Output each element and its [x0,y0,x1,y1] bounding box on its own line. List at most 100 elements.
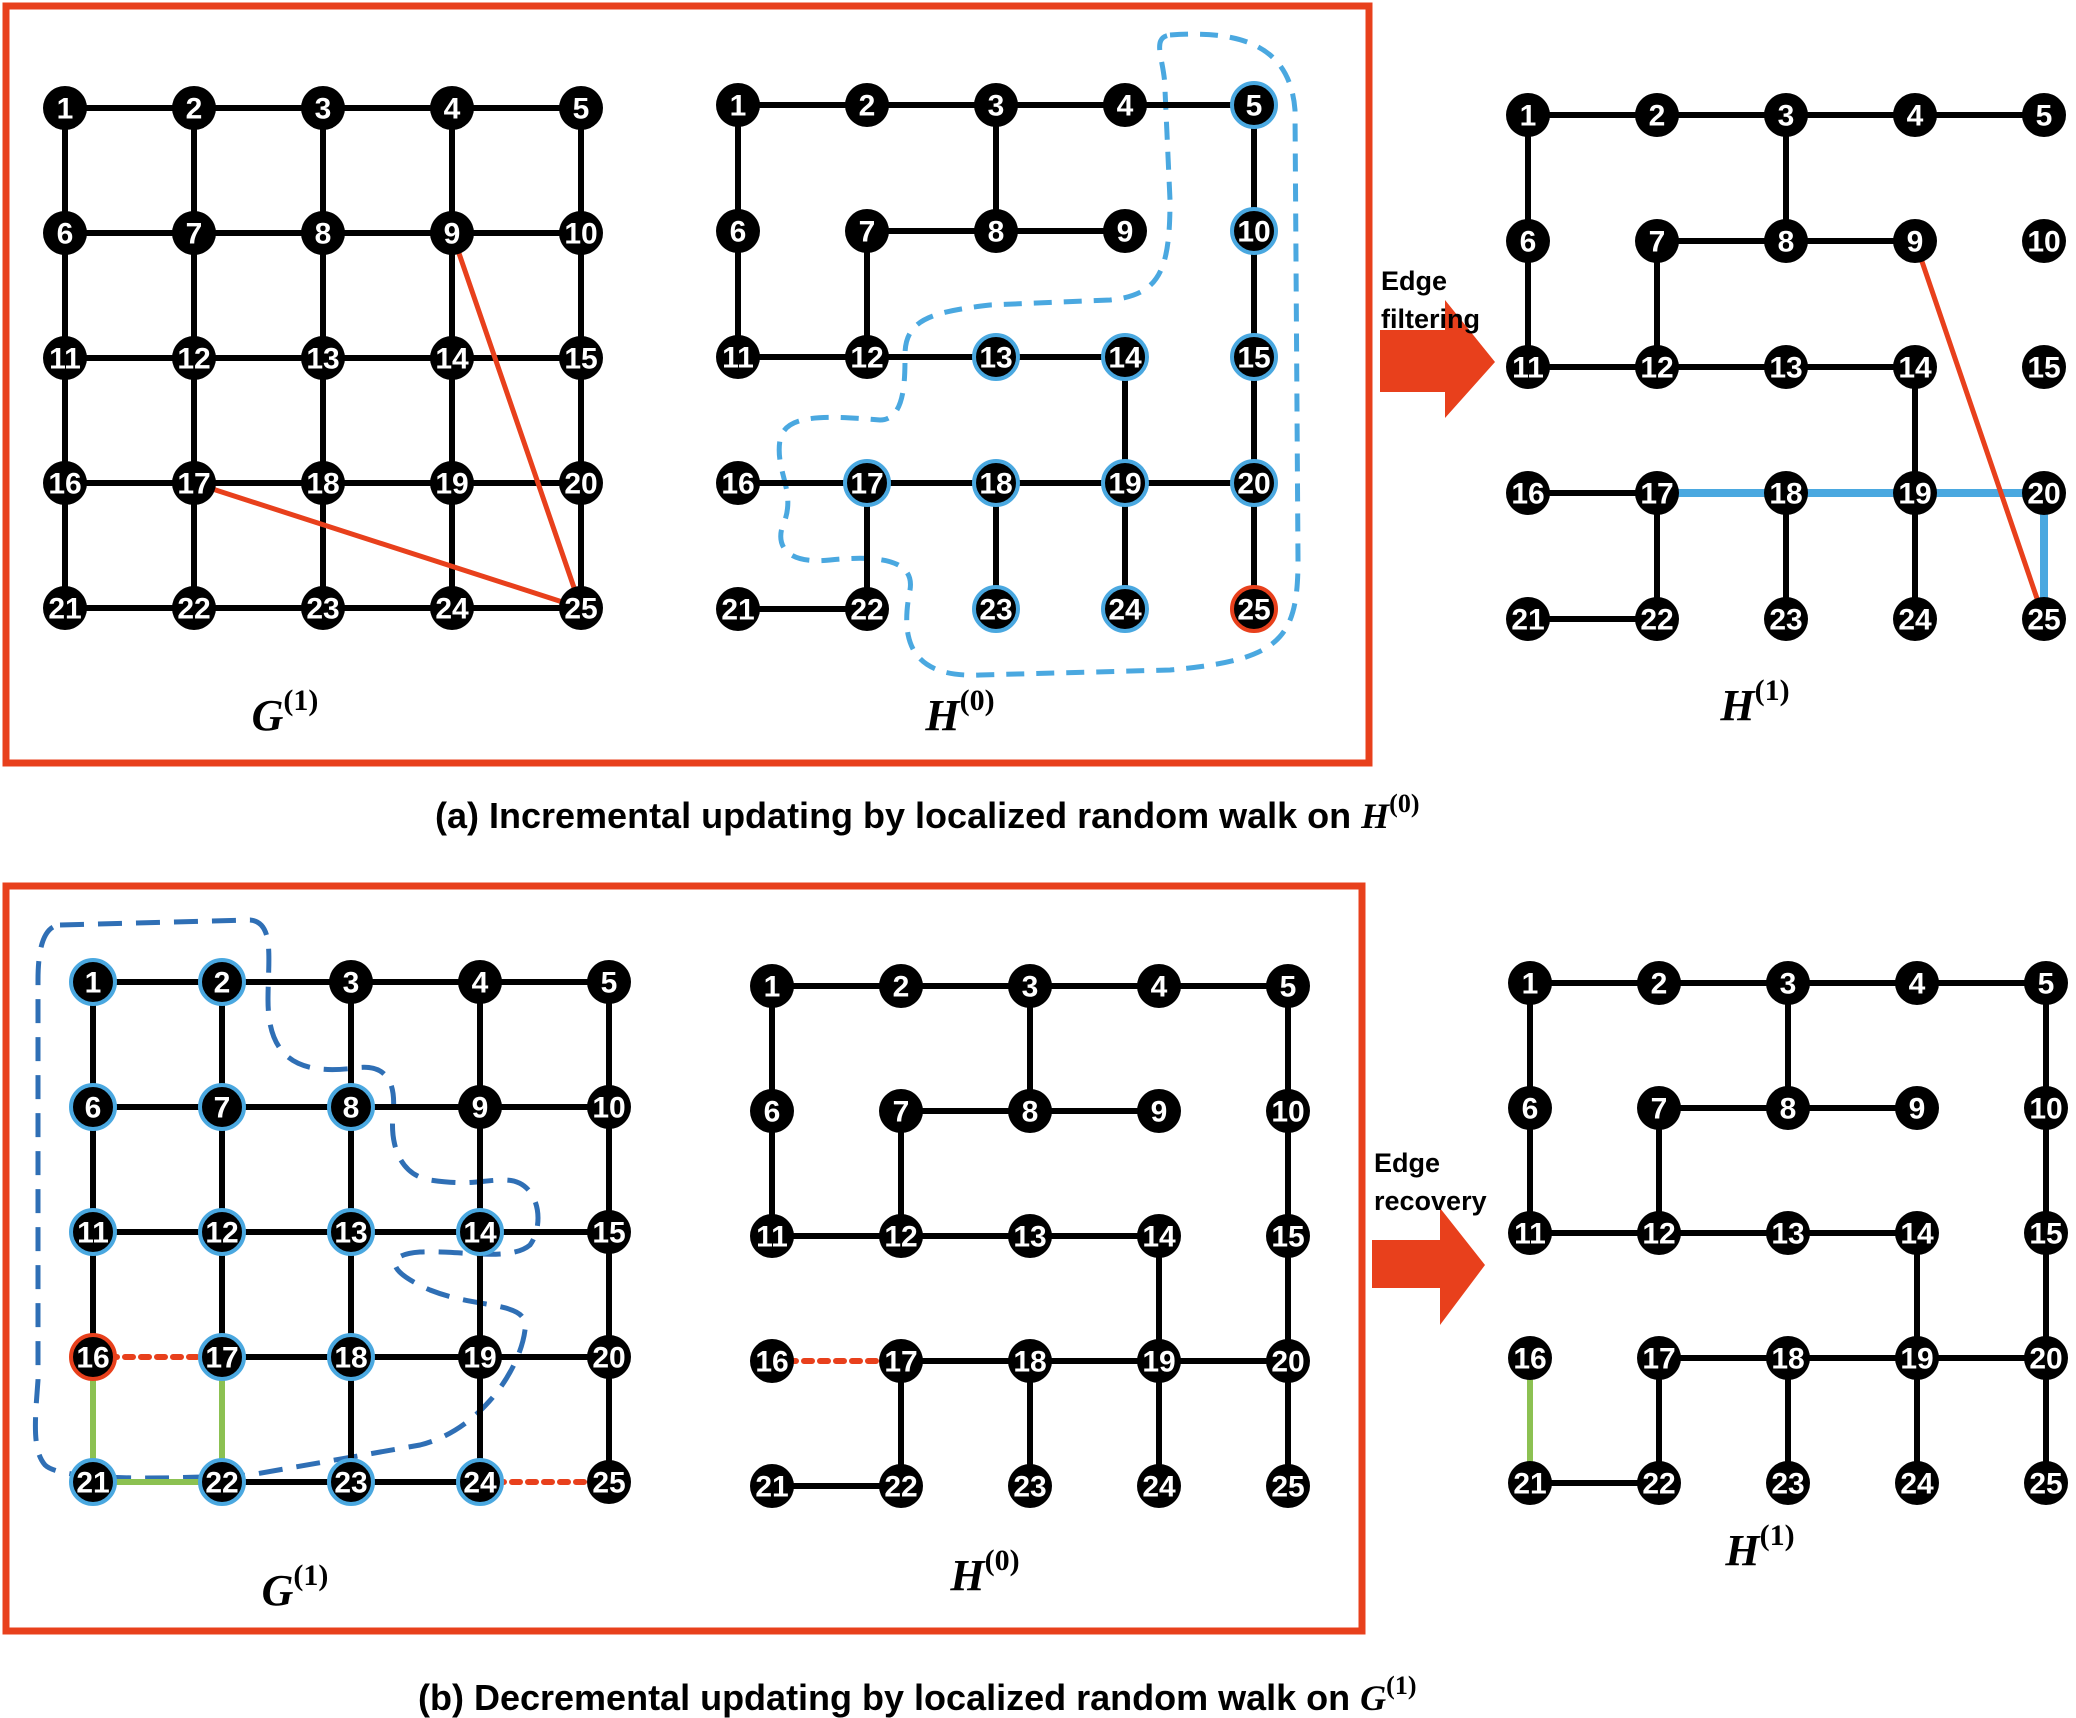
node-label: 7 [1649,226,1666,259]
node-9 [1103,209,1147,253]
node-label: 15 [2027,352,2060,385]
graph-title: H(1) [1724,1519,1794,1575]
node-15 [1230,333,1278,381]
node-4 [430,86,474,130]
node-5 [587,960,631,1004]
node-label: 15 [2029,1218,2062,1251]
node-label: 3 [343,967,360,1000]
node-label: 24 [1108,594,1142,627]
node-18 [327,1333,375,1381]
node-label: 1 [764,971,781,1004]
node-16 [43,461,87,505]
node-label: 5 [2038,968,2055,1001]
node-label: 8 [1778,226,1795,259]
node-label: 11 [1514,1218,1546,1251]
node-label: 14 [1142,1221,1176,1254]
node-20 [2022,471,2066,515]
node-label: 10 [1237,216,1270,249]
node-label: 24 [1898,604,1932,637]
node-22 [879,1464,923,1508]
node-9 [458,1085,502,1129]
node-14 [456,1208,504,1256]
node-label: 24 [1900,1468,1934,1501]
node-label: 14 [1108,342,1142,375]
arrow-label-filtering-1: Edge [1381,266,1447,296]
node-label: 11 [756,1221,788,1254]
added-edge [449,230,584,611]
node-23 [1008,1464,1052,1508]
node-3 [329,960,373,1004]
node-4 [1895,961,1939,1005]
node-21 [69,1458,117,1506]
node-label: 2 [893,971,910,1004]
node-label: 14 [1900,1218,1934,1251]
node-label: 1 [57,93,74,126]
node-18 [972,459,1020,507]
node-label: 23 [306,593,339,626]
node-9 [1893,219,1937,263]
panel-b-frame [2,882,1366,1635]
panel-a-frame [2,2,1373,767]
node-label: 5 [573,93,590,126]
node-14 [1137,1214,1181,1258]
node-label: 12 [1640,352,1673,385]
node-label: 10 [1271,1096,1304,1129]
node-label: 23 [979,594,1012,627]
node-13 [1008,1214,1052,1258]
node-label: 21 [1513,1468,1546,1501]
node-1 [716,83,760,127]
node-label: 6 [57,218,74,251]
node-17 [879,1339,923,1383]
node-label: 2 [1651,968,1668,1001]
node-2 [1637,961,1681,1005]
node-label: 9 [472,1092,489,1125]
node-25 [2024,1461,2068,1505]
node-11 [1506,345,1550,389]
node-22 [1637,1461,1681,1505]
node-label: 7 [186,218,203,251]
node-25 [1230,585,1278,633]
node-8 [1764,219,1808,263]
graph-title: G(1) [252,684,319,740]
node-2 [845,83,889,127]
node-19 [1895,1336,1939,1380]
node-label: 23 [1769,604,1802,637]
node-3 [1766,961,1810,1005]
node-17 [172,461,216,505]
node-label: 15 [564,343,597,376]
node-label: 6 [1522,1093,1539,1126]
node-label: 12 [850,342,883,375]
node-label: 25 [1237,594,1270,627]
node-label: 1 [85,967,102,1000]
node-label: 19 [1142,1346,1175,1379]
node-2 [172,86,216,130]
node-label: 13 [979,342,1012,375]
node-label: 12 [884,1221,917,1254]
node-label: 12 [205,1217,238,1250]
node-13 [327,1208,375,1256]
node-8 [1766,1086,1810,1130]
node-label: 11 [49,343,81,376]
node-20 [2024,1336,2068,1380]
node-4 [458,960,502,1004]
node-25 [559,586,603,630]
node-label: 18 [306,468,339,501]
node-label: 19 [1108,468,1141,501]
node-25 [2022,597,2066,641]
node-label: 22 [850,594,883,627]
node-label: 5 [601,967,618,1000]
arrow-label-recovery-2: recovery [1374,1186,1487,1216]
node-21 [1506,597,1550,641]
node-label: 10 [592,1092,625,1125]
node-label: 12 [1642,1218,1675,1251]
node-19 [430,461,474,505]
node-label: 10 [564,218,597,251]
caption-b: (b) Decremental updating by localized ra… [418,1671,1416,1718]
node-25 [1266,1464,1310,1508]
node-label: 16 [1511,478,1544,511]
node-label: 5 [1246,90,1263,123]
node-label: 13 [1771,1218,1804,1251]
node-label: 20 [592,1342,625,1375]
node-22 [172,586,216,630]
